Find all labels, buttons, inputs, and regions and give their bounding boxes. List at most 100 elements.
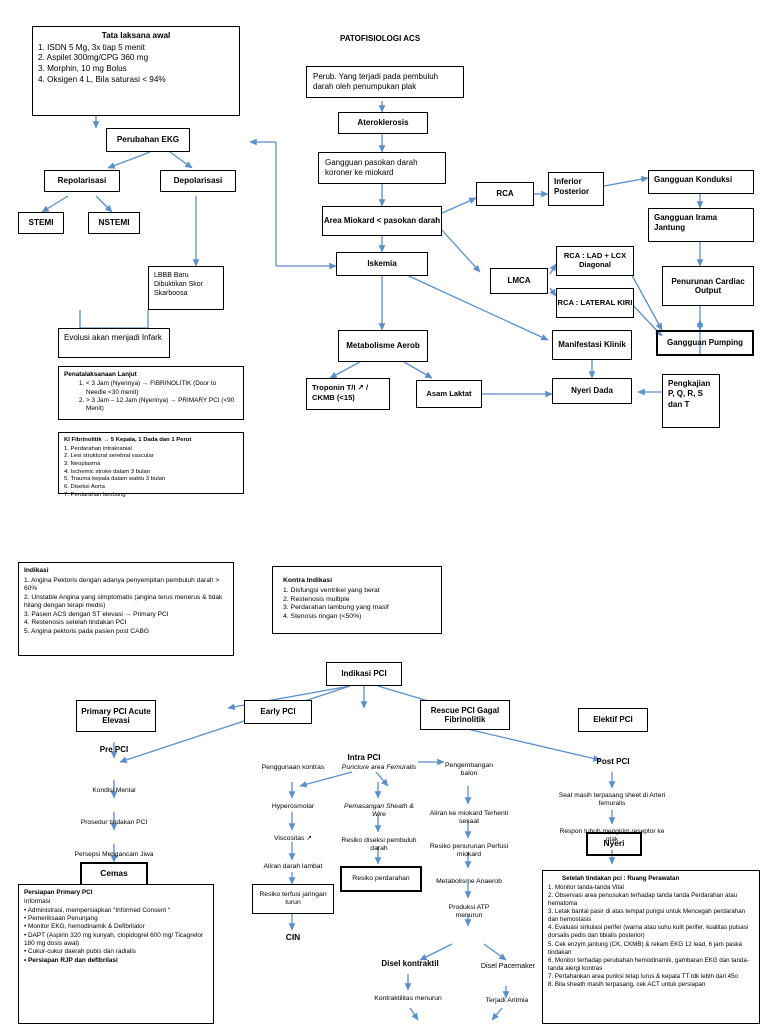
node-gangguan-pasokan: Gangguan pasokan darah koroner ke miokar… [318, 152, 446, 184]
setelah-item-7: 7. Pertahankan area punksi tetap lurus &… [548, 972, 738, 980]
node-resiko-perdarahan: Resiko perdarahan [340, 866, 422, 892]
node-resiko-diseksi: Resiko diseksi pembuluh darah [341, 836, 417, 852]
persiapan-item-3: • Monitor EKG, hemodinamik & Defibrilato… [24, 923, 145, 931]
node-resiko-terfusi: Resiko terfusi jaringan turun [252, 884, 334, 914]
persiapan-item-4: • DAPT (Aspirin 320 mg kunyah, clopidogr… [24, 931, 204, 947]
node-gangguan-konduksi: Gangguan Konduksi [648, 170, 754, 194]
node-indikasi-pci: Indikasi PCI [326, 662, 402, 686]
ki-item-3: 3. Neoplasma [64, 461, 101, 468]
ki-fibrinolitik-box: KI Fibrinolitik → 5 Kepala, 1 Dada dan 1… [58, 432, 244, 498]
node-terjadi-aritmia: Terjadi Aritmia [485, 996, 529, 1004]
setelah-item-5: 5. Cek enzym jantung (CK, CKMB) & rekam … [548, 940, 742, 956]
node-puncture-area: Puncture area Femuralis [341, 763, 417, 771]
setelah-item-4: 4. Evaluasi sirkulasi perifer (warna ata… [548, 924, 749, 940]
node-area-miokard: Area Miokard < pasokan darah [322, 206, 442, 236]
kontra-indikasi-box: Kontra Indikasi 1. Disfungsi ventrikel y… [272, 566, 442, 634]
ki-item-1: 1. Perdarahan intrakranial [64, 445, 132, 452]
node-aliran-terhenti: Aliran ke miokard Terhenti sesaat [429, 809, 509, 825]
kontra-item-4: 4. Stenosis ringan (<50%) [283, 613, 362, 621]
node-persepsi-jiwa: Persepsi Mengancam Jiwa [74, 851, 154, 859]
indikasi-item-5: 5. Angina pektoris pada pasien post CABG [24, 627, 149, 635]
setelah-item-6: 6. Monitor terhadap perubahan hemodinami… [548, 956, 749, 972]
node-hyperosmolar: Hyperosmolar [271, 802, 315, 810]
setelah-item-2: 2. Observasi area penusukan terhadap tan… [548, 892, 738, 908]
node-depolarisasi: Depolarisasi [160, 170, 236, 192]
penatalaksanaan-item-1: < 3 Jam (Nyerinya) → FIBRINOLITIK (Door … [86, 380, 238, 397]
indikasi-item-4: 4. Restenosis setelah tindakan PCI [24, 619, 127, 627]
indikasi-item-3: 3. Pasien ACS dengan ST elevasi → Primar… [24, 610, 169, 618]
initial-management-item-3: 3. Morphin, 10 mg Bolus [38, 63, 127, 73]
setelah-heading: Setelah tindakan pci : Ruang Perawatan [562, 875, 680, 882]
node-rca-lad-lcx: RCA : LAD + LCX Diagonal [556, 246, 634, 276]
node-nyeri-dada: Nyeri Dada [552, 378, 632, 404]
ki-item-7: 7. Perdarahan lambung [64, 491, 126, 498]
node-resiko-penurunan-perfusi: Resiko penurunan Perfusi miokard [429, 842, 509, 858]
node-ateroklerosis: Ateroklerosis [338, 112, 428, 134]
initial-management-item-2: 2. Aspilet 300mg/CPG 360 mg [38, 53, 149, 63]
node-nyeri: Nyeri [586, 832, 642, 856]
initial-management-item-1: 1. ISDN 5 Mg, 3x tiap 5 menit [38, 42, 145, 52]
indikasi-heading: Indikasi [24, 567, 49, 574]
node-nstemi: NSTEMI [88, 212, 140, 234]
node-cin: CIN [285, 932, 301, 943]
initial-management-box: Tata laksana awal 1. ISDN 5 Mg, 3x tiap … [32, 26, 240, 116]
node-penurunan-cardiac-output: Penurunan Cardiac Output [662, 266, 754, 306]
node-viscositas: Viscositas ↗ [273, 834, 313, 842]
patofisiologi-title: PATOFISIOLOGI ACS [340, 34, 421, 43]
node-aliran-lambat: Aliran darah lambat [263, 862, 323, 870]
kontra-item-1: 1. Disfungsi ventrikel yang berat [283, 586, 380, 594]
setelah-item-3: 3. Letak bantal pasir di atas tempat pun… [548, 908, 746, 924]
node-metabolisme-anaerob: Metabolisme Anaerob [436, 877, 502, 885]
node-seat-sheet: Seat masih terpasang sheet di Arteri fem… [558, 792, 666, 807]
node-early-pci: Early PCI [244, 700, 312, 724]
node-rescue-pci: Rescue PCI Gagal Fibrinolitik [420, 700, 510, 730]
ki-item-6: 6. Diseksi Aorta [64, 484, 105, 491]
ki-item-2: 2. Lesi struktural serebral vascular [64, 453, 154, 460]
node-kondisi-mental: Kondisi Mental [92, 787, 136, 795]
node-rca-lateral-kiri: RCA : LATERAL KIRI [556, 288, 634, 318]
node-gangguan-irama: Gangguan Irama Jantung [648, 208, 754, 242]
node-perubahan-ekg: Perubahan EKG [106, 128, 190, 152]
node-disel-kontraktil: Disel kontraktil [381, 959, 439, 969]
node-metabolisme-aerob: Metabolisme Aerob [338, 330, 428, 362]
node-pemasangan-sheath: Pemasangan Sheath & Wire [344, 802, 414, 818]
node-pengembangan-balon: Pengembangan balon [445, 761, 493, 777]
node-intra-pci: Intra PCI [347, 753, 381, 763]
node-penggunaan-kontras: Penggunaan kontras [261, 763, 325, 771]
node-respon-tubuh: Respon tubuh mengirim reseptor ke otak [559, 828, 665, 843]
node-evolusi-infark: Evolusi akan menjadi Infark [58, 328, 170, 358]
setelah-item-8: 8. Bila sheath masih terpasang, cek ACT … [548, 980, 706, 988]
ki-item-5: 5. Trauma kepala dalam waktu 3 bulan [64, 476, 166, 483]
node-post-pci: Post PCI [596, 757, 630, 767]
node-asam-laktat: Asam Laktat [416, 380, 482, 408]
node-inferior-posterior: Inferior Posterior [548, 172, 604, 206]
ki-item-4: 4. Ischemic stroke dalam 3 bulan [64, 468, 151, 475]
node-disel-pacemaker: Disel Pacemaker [480, 960, 536, 970]
kontra-indikasi-heading: Kontra Indikasi [283, 577, 333, 584]
persiapan-item-1: • Administrasi, mempersiapkan “Informed … [24, 906, 171, 914]
persiapan-heading: Persiapan Primary PCI [24, 889, 93, 896]
node-kontraktilitas-menurun: Kontraktilitas menurun [374, 994, 442, 1002]
node-iskemia: Iskemia [336, 252, 428, 276]
node-prosedur-pci: Prosedur tindakan PCI [80, 819, 148, 827]
node-produksi-atp: Produksi ATP menurun [448, 903, 490, 919]
node-repolarisasi: Repolarisasi [44, 170, 120, 192]
persiapan-sub: Informasi [24, 898, 51, 906]
node-elektif-pci: Elektif PCI [578, 708, 648, 732]
persiapan-primary-pci-box: Persiapan Primary PCI Informasi • Admini… [18, 884, 214, 1024]
node-pre-pci: Pre PCI [99, 745, 129, 755]
node-pengkajian: Pengkajian P, Q, R, S dan T [662, 374, 720, 428]
ki-fibrinolitik-heading: KI Fibrinolitik → 5 Kepala, 1 Dada dan 1… [64, 437, 192, 443]
penatalaksanaan-item-2: > 3 Jam – 12 Jam (Nyerinya) → PRIMARY PC… [86, 397, 238, 414]
persiapan-item-2: • Pemeriksaan Penunjang [24, 914, 98, 922]
initial-management-item-4: 4. Oksigen 4 L, Bila saturasi < 94% [38, 74, 166, 84]
node-troponin: Troponin T/I ↗ / CKMB (<15) [306, 378, 390, 410]
indikasi-item-1: 1. Angina Pektoris dengan adanya penyemp… [24, 576, 220, 593]
node-lmca: LMCA [490, 268, 548, 294]
node-lbbb: LBBB Baru Dibuktikan Skor Skarboosa [148, 266, 224, 310]
indikasi-box: Indikasi 1. Angina Pektoris dengan adany… [18, 562, 234, 656]
persiapan-item-5: • Cukur-cukur daerah pubis dan radialis [24, 948, 137, 956]
indikasi-item-2: 2. Unstable Angina yang simptomatis (ang… [24, 593, 223, 610]
persiapan-item-bold: • Persiapan RJP dan defibrilasi [24, 956, 118, 964]
node-stemi: STEMI [18, 212, 64, 234]
